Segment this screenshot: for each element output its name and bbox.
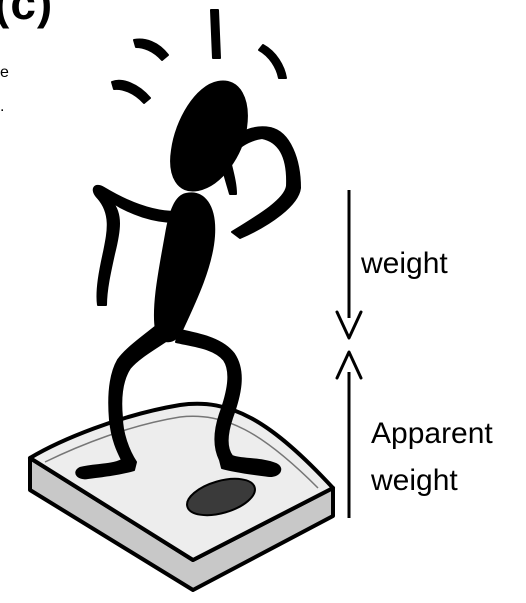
bathroom-scale — [30, 404, 333, 590]
surprise-mark-left-lower — [112, 81, 150, 103]
weight-arrow — [337, 190, 361, 338]
surprise-mark-left-upper — [134, 40, 168, 60]
apparent-weight-arrow — [337, 352, 361, 518]
surprise-mark-top — [211, 10, 220, 58]
apparent-weight-label-line1: Apparent — [371, 410, 493, 457]
apparent-weight-label-line2: weight — [371, 457, 493, 504]
weight-label: weight — [361, 247, 448, 281]
surprise-mark-right — [259, 45, 286, 78]
apparent-weight-label: Apparent weight — [371, 410, 493, 504]
